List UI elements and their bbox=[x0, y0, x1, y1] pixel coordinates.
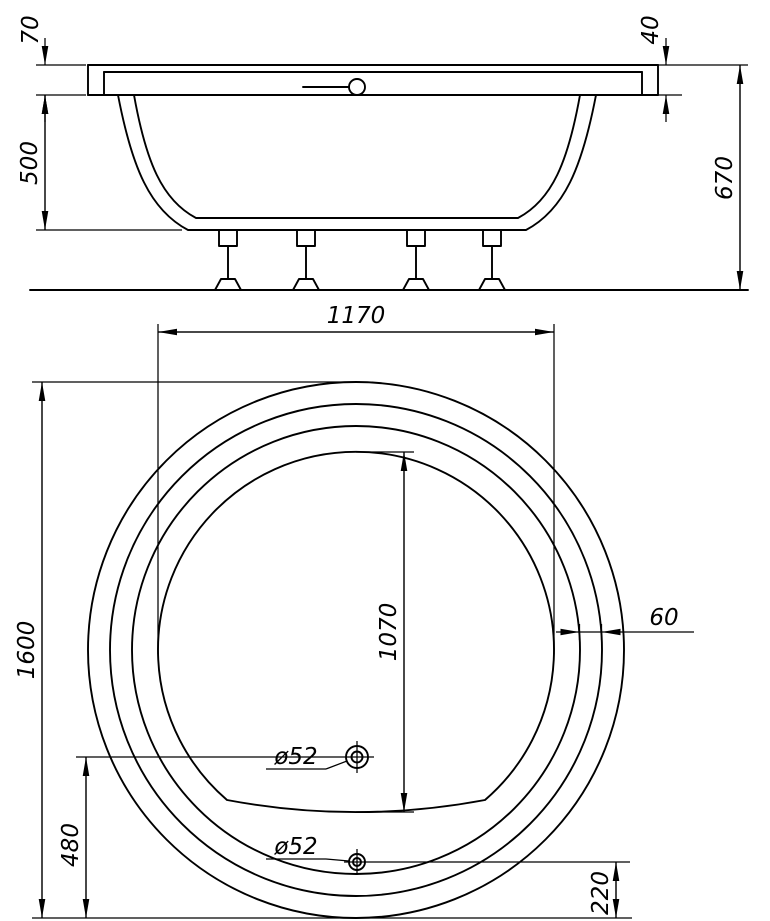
plan-view: 1170 1600 1070 60 bbox=[14, 303, 694, 919]
dim-label-500: 500 bbox=[17, 141, 43, 185]
feet bbox=[214, 229, 506, 291]
foot bbox=[214, 229, 242, 291]
dim-40 bbox=[658, 38, 682, 122]
side-view: 70 500 40 670 bbox=[17, 15, 749, 291]
overflow-hole bbox=[348, 78, 366, 96]
dim-70 bbox=[36, 38, 86, 122]
foot bbox=[292, 229, 320, 291]
outer-apron-circle bbox=[87, 381, 625, 919]
dim-label-480: 480 bbox=[58, 823, 84, 867]
overflow-leader bbox=[266, 858, 350, 862]
dim-label-670: 670 bbox=[712, 156, 738, 200]
dim-label-1600: 1600 bbox=[14, 621, 40, 680]
dim-670 bbox=[658, 64, 748, 290]
dim-label-1070: 1070 bbox=[376, 603, 402, 662]
dim-label-60: 60 bbox=[649, 605, 678, 631]
foot bbox=[478, 229, 506, 291]
side-view-outline bbox=[29, 64, 749, 291]
dim-1600 bbox=[32, 381, 632, 919]
dim-label-70: 70 bbox=[18, 15, 44, 44]
dim-label-40: 40 bbox=[638, 15, 664, 44]
dim-1070 bbox=[356, 451, 414, 813]
dim-500 bbox=[36, 95, 182, 231]
dim-1170 bbox=[157, 324, 555, 654]
dim-label-1170: 1170 bbox=[327, 303, 386, 329]
dim-60 bbox=[556, 624, 694, 640]
inner-basin-outline bbox=[157, 450, 555, 813]
drain-leader bbox=[266, 760, 348, 770]
rim-outer-circle bbox=[109, 403, 603, 897]
dim-label-overflow-diameter: ø52 bbox=[273, 834, 317, 860]
foot bbox=[402, 229, 430, 291]
rim-inner-circle bbox=[131, 425, 581, 875]
drain-crosshair bbox=[76, 741, 374, 773]
dim-label-drain-diameter: ø52 bbox=[273, 744, 317, 770]
dim-label-220: 220 bbox=[588, 871, 614, 915]
overflow-crosshair bbox=[344, 849, 630, 875]
plan-view-outline bbox=[87, 381, 625, 919]
